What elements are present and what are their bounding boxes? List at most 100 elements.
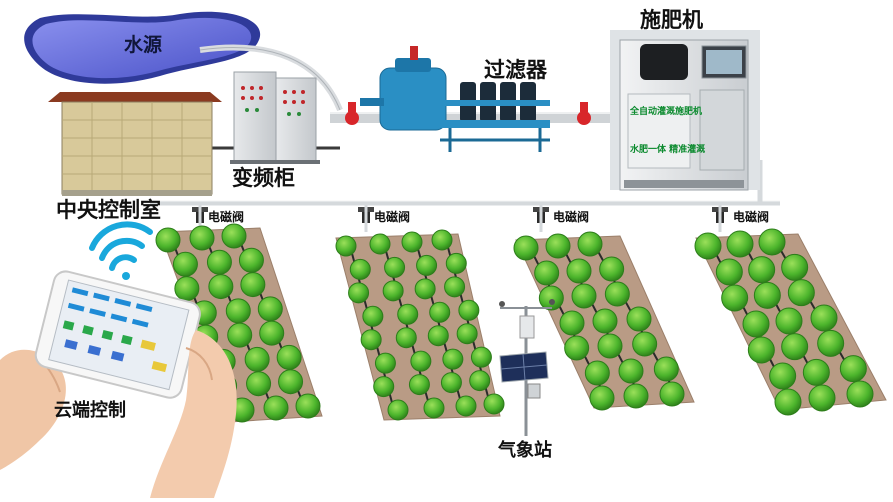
lettuce-plant [414,278,436,300]
valve-label-1: 电磁阀 [208,210,245,224]
lettuce-plant [395,327,417,349]
weather-station-label: 气象站 [498,440,552,461]
fertilizer-machine-label: 施肥机 [640,8,703,32]
lettuce-plant [564,335,590,361]
solenoid-valve-icon-4 [712,203,728,232]
lettuce-plant [577,231,603,257]
field-plot-3 [513,231,695,411]
lettuce-plant [653,356,679,382]
lettuce-plant [240,272,266,298]
lettuce-plant [604,281,630,307]
lettuce-plant [589,385,615,411]
filter-label: 过滤器 [484,58,547,82]
lettuce-plant [208,274,234,300]
lettuce-plant [227,322,253,348]
lettuce-plant [408,374,430,396]
lettuce-plant [259,320,285,346]
machine-panel-bottom: 水肥一体 精准灌溉 [630,145,706,155]
lettuce-plant [781,253,809,281]
field-plot-1 [155,223,323,423]
lettuce-plant [278,369,304,395]
cloud-control-label: 云端控制 [54,400,126,421]
lettuce-plant [444,276,466,298]
lettuce-plant [758,228,786,256]
lettuce-plant [225,298,251,324]
lettuce-plant [747,336,775,364]
lettuce-plant [742,310,770,338]
machine-panel-top: 全自动灌溉施肥机 [630,107,703,117]
solar-panel-icon [499,351,549,383]
lettuce-plant [774,388,802,416]
valve-label-2: 电磁阀 [374,210,411,224]
lettuce-plant [384,256,406,278]
lettuce-plant [470,346,492,368]
lettuce-plant [599,256,625,282]
lettuce-plant [401,231,423,253]
lettuce-plant [440,372,462,394]
lettuce-plant [423,397,445,419]
lettuce-plant [483,393,505,415]
lettuce-plant [387,399,409,421]
lettuce-plant [238,247,264,273]
lettuce-plant [257,296,283,322]
tablet-control [0,270,237,498]
lettuce-plant [538,285,564,311]
lettuce-plant [726,230,754,258]
filter-assembly [360,46,550,152]
lettuce-plant [295,393,321,419]
lettuce-plant [545,233,571,259]
lettuce-plant [348,282,370,304]
control-room-label: 中央控制室 [56,198,161,222]
lettuce-plant [659,381,685,407]
lettuce-plant [618,358,644,384]
lettuce-plant [626,306,652,332]
lettuce-plant [808,384,836,412]
lettuce-plant [781,333,809,361]
lettuce-plant [382,280,404,302]
field-plot-4 [694,228,887,416]
fertilizer-machine [610,30,760,191]
lettuce-plant [276,344,302,370]
wifi-icon [89,221,153,280]
lettuce-plant [263,395,289,421]
lettuce-plant [416,254,438,276]
lettuce-plant [469,370,491,392]
lettuce-plant [427,325,449,347]
lettuce-plant [597,333,623,359]
lettuce-plant [559,310,585,336]
lettuce-plant [839,355,867,383]
lettuce-plant [721,284,749,312]
field-plot-2 [335,229,505,421]
lettuce-plant [246,371,272,397]
lettuce-plant [775,307,803,335]
vfd-cabinet-label: 变频柜 [232,166,295,190]
weather-station [499,299,555,436]
lettuce-plant [442,348,464,370]
lettuce-plant [360,329,382,351]
lettuce-plant [373,376,395,398]
lettuce-plant [584,360,610,386]
lettuce-plant [513,235,539,261]
lettuce-plant [748,256,776,284]
water-source-label: 水源 [124,34,163,56]
lettuce-plant [431,229,453,251]
lettuce-plant [715,258,743,286]
lettuce-plant [374,352,396,374]
lettuce-plant [362,305,384,327]
control-room-building [48,92,222,196]
vfd-cabinet [230,71,320,164]
lettuce-plant [769,362,797,390]
lettuce-plant [846,380,874,408]
lettuce-plant [172,251,198,277]
valve-label-4: 电磁阀 [733,210,770,224]
lettuce-plant [369,233,391,255]
solenoid-valve-icon-3 [533,203,549,232]
lettuce-plant [174,276,200,302]
supply-valves [345,102,591,125]
lettuce-plant [206,249,232,275]
lettuce-plant [694,232,722,260]
lettuce-plant [221,223,247,249]
lettuce-plant [349,258,371,280]
